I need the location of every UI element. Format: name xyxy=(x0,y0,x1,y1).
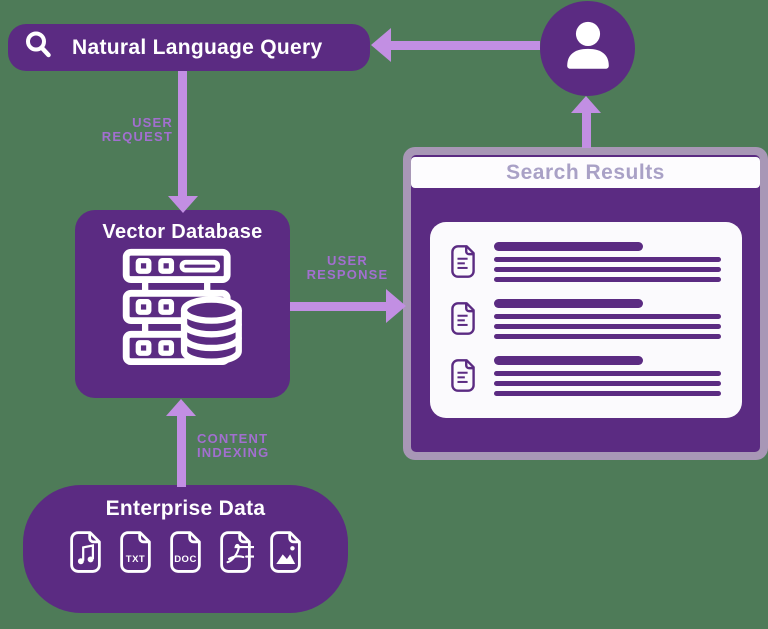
pdf-file-icon xyxy=(217,529,768,575)
content-indexing-label: CONTENT INDEXING xyxy=(197,431,270,461)
result-row xyxy=(449,356,721,398)
query-bar-label: Natural Language Query xyxy=(72,35,323,59)
txt-label: TXT xyxy=(125,554,146,565)
result-text-lines xyxy=(494,356,721,396)
user-icon xyxy=(559,17,617,80)
doc-file-icon: DOC xyxy=(167,529,204,575)
doc-label: DOC xyxy=(174,554,197,565)
result-text-lines xyxy=(494,299,721,339)
vector-database-label: Vector Database xyxy=(102,221,263,243)
search-results-panel: Search Results xyxy=(403,147,768,460)
results-card xyxy=(430,222,742,418)
user-request-label: USER REQUEST xyxy=(101,115,173,145)
enterprise-data-label: Enterprise Data xyxy=(105,497,266,520)
search-results-title: Search Results xyxy=(506,160,665,184)
image-file-icon xyxy=(267,529,304,575)
search-icon xyxy=(24,30,54,65)
file-type-icons: TXT DOC xyxy=(67,529,768,575)
result-text-lines xyxy=(494,242,721,282)
document-icon xyxy=(449,299,477,341)
enterprise-data-node: Enterprise Data TXT xyxy=(23,485,768,613)
search-results-body: Search Results xyxy=(411,155,760,452)
result-row xyxy=(449,299,721,341)
result-row xyxy=(449,242,721,284)
document-icon xyxy=(449,242,477,284)
txt-file-icon: TXT xyxy=(117,529,154,575)
natural-language-query-node: Natural Language Query xyxy=(8,24,370,71)
music-file-icon xyxy=(67,529,104,575)
vector-database-node: Vector Database xyxy=(75,210,290,398)
user-response-label: USER RESPONSE xyxy=(306,253,389,283)
user-node xyxy=(540,1,635,96)
document-icon xyxy=(449,356,477,398)
server-database-icon xyxy=(122,244,244,373)
search-results-header: Search Results xyxy=(411,157,760,188)
